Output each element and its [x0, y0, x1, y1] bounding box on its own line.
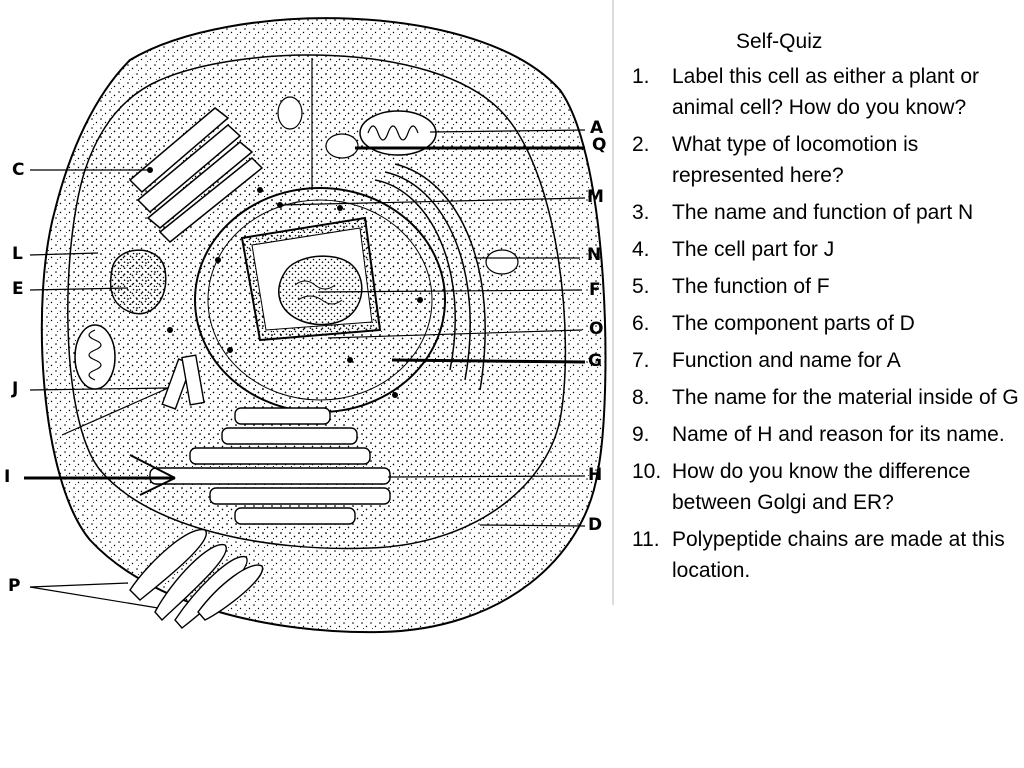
- label-c: C: [12, 160, 25, 180]
- question-item: 4. The cell part for J: [632, 234, 1020, 265]
- quiz-title: Self-Quiz: [736, 30, 823, 53]
- mitochondrion-left: [74, 324, 116, 390]
- question-text: How do you know the difference between G…: [672, 460, 971, 514]
- golgi-apparatus: [128, 107, 264, 244]
- question-number: 2.: [632, 133, 650, 156]
- question-item: 6. The component parts of D: [632, 308, 1020, 339]
- question-item: 8. The name for the material inside of G: [632, 382, 1020, 413]
- question-number: 9.: [632, 423, 650, 446]
- label-l: L: [12, 244, 23, 264]
- question-text: What type of locomotion is represented h…: [672, 133, 919, 187]
- microvilli: [129, 528, 264, 629]
- question-text: Function and name for A: [672, 349, 901, 372]
- question-number: 5.: [632, 275, 650, 298]
- question-number: 4.: [632, 238, 650, 261]
- label-m: M: [587, 187, 604, 207]
- label-d: D: [588, 515, 603, 535]
- question-text: The name and function of part N: [672, 201, 974, 224]
- label-j: J: [12, 379, 19, 399]
- question-item: 7. Function and name for A: [632, 345, 1020, 376]
- vesicle-q: [325, 133, 359, 159]
- question-item: 1. Label this cell as either a plant or a…: [632, 61, 1020, 123]
- label-q: Q: [592, 135, 607, 155]
- centriole: [161, 354, 205, 410]
- self-quiz-panel: Self-Quiz 1. Label this cell as either a …: [632, 26, 1020, 592]
- cell-illustration: [0, 0, 614, 640]
- question-item: 10. How do you know the difference betwee…: [632, 456, 1020, 518]
- label-n: N: [587, 245, 602, 265]
- label-h: H: [588, 465, 603, 485]
- mitochondrion-a: [359, 110, 437, 156]
- animal-cell-diagram: A Q C M N L E F O G J I H D P: [0, 0, 614, 640]
- question-item: 11. Polypeptide chains are made at this l…: [632, 524, 1020, 586]
- question-text: The function of F: [672, 275, 830, 298]
- question-text: Name of H and reason for its name.: [672, 423, 1005, 446]
- rough-er: [149, 407, 391, 525]
- ribosomes: [147, 167, 423, 398]
- question-text: The cell part for J: [672, 238, 835, 261]
- question-item: 9. Name of H and reason for its name.: [632, 419, 1020, 450]
- question-number: 7.: [632, 349, 650, 372]
- question-text: The name for the material inside of G: [672, 386, 1019, 409]
- label-g: G: [588, 351, 602, 371]
- question-number: 10.: [632, 460, 662, 483]
- label-a: A: [590, 118, 604, 138]
- question-number: 3.: [632, 201, 650, 224]
- label-i: I: [4, 467, 11, 487]
- question-text: The component parts of D: [672, 312, 915, 335]
- nucleus: [194, 187, 446, 413]
- question-number: 6.: [632, 312, 650, 335]
- label-f: F: [589, 280, 601, 300]
- nucleolus: [278, 255, 363, 326]
- question-text: Label this cell as either a plant or ani…: [672, 65, 980, 119]
- question-text: Polypeptide chains are made at this loca…: [672, 528, 1005, 582]
- label-o: O: [589, 319, 604, 339]
- question-item: 3. The name and function of part N: [632, 197, 1020, 228]
- question-item: 2. What type of locomotion is represented…: [632, 129, 1020, 191]
- vacuole: [109, 249, 167, 315]
- question-list: 1. Label this cell as either a plant or a…: [632, 61, 1020, 586]
- label-p: P: [8, 576, 21, 596]
- question-number: 1.: [632, 65, 650, 88]
- vesicle-n: [485, 249, 519, 275]
- question-item: 5. The function of F: [632, 271, 1020, 302]
- lysosome-small: [277, 96, 303, 130]
- question-number: 8.: [632, 386, 650, 409]
- leader-lines: [24, 129, 586, 609]
- question-number: 11.: [632, 528, 660, 551]
- label-e: E: [12, 279, 24, 299]
